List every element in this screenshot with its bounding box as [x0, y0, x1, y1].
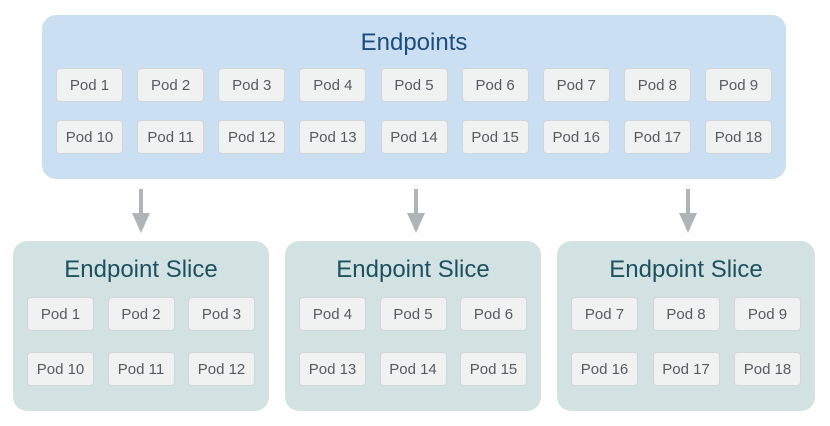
endpoints-box: Endpoints Pod 1 Pod 2 Pod 3 Pod 4 Pod 5 Pod 6… [42, 15, 786, 179]
pod-chip: Pod 4 [299, 297, 366, 331]
slice-2-pod-row-2: Pod 13 Pod 14 Pod 15 [299, 352, 527, 386]
pod-chip: Pod 6 [460, 297, 527, 331]
pod-chip: Pod 15 [460, 352, 527, 386]
pod-chip: Pod 16 [542, 120, 610, 154]
down-arrow-icon [132, 189, 150, 233]
pod-chip: Pod 11 [107, 352, 175, 386]
arrow-stem [686, 189, 690, 214]
pod-chip: Pod 14 [379, 352, 447, 386]
pod-chip: Pod 14 [380, 120, 448, 154]
down-arrow-icon [679, 189, 697, 233]
pod-chip: Pod 17 [623, 120, 691, 154]
slice-1-pod-row-1: Pod 1 Pod 2 Pod 3 [27, 297, 255, 331]
endpoints-pod-row-1: Pod 1 Pod 2 Pod 3 Pod 4 Pod 5 Pod 6 Pod 7 Pod 8… [56, 68, 772, 102]
arrow-head [407, 213, 425, 233]
pod-chip: Pod 2 [107, 297, 175, 331]
slice-3-pod-row-1: Pod 7 Pod 8 Pod 9 [571, 297, 801, 331]
pod-chip: Pod 3 [188, 297, 255, 331]
pod-chip: Pod 18 [705, 120, 772, 154]
pod-chip: Pod 2 [137, 68, 205, 102]
pod-chip: Pod 12 [218, 120, 286, 154]
pod-chip: Pod 11 [137, 120, 205, 154]
pod-chip: Pod 7 [571, 297, 638, 331]
pod-chip: Pod 10 [27, 352, 94, 386]
pod-chip: Pod 9 [705, 68, 772, 102]
endpoint-slice-title: Endpoint Slice [64, 256, 218, 283]
arrow-head [132, 213, 150, 233]
arrow-stem [414, 189, 418, 214]
pod-chip: Pod 16 [571, 352, 638, 386]
pod-chip: Pod 4 [299, 68, 367, 102]
pod-chip: Pod 1 [56, 68, 123, 102]
arrow-head [679, 213, 697, 233]
pod-chip: Pod 6 [461, 68, 529, 102]
pod-chip: Pod 15 [461, 120, 529, 154]
pod-chip: Pod 9 [734, 297, 801, 331]
pod-chip: Pod 13 [299, 352, 366, 386]
slice-1-pod-row-2: Pod 10 Pod 11 Pod 12 [27, 352, 255, 386]
pod-chip: Pod 5 [379, 297, 447, 331]
endpoint-slice-title: Endpoint Slice [336, 256, 490, 283]
pod-chip: Pod 5 [380, 68, 448, 102]
pod-chip: Pod 18 [734, 352, 801, 386]
endpoints-title: Endpoints [360, 29, 468, 56]
endpoint-slice-title: Endpoint Slice [609, 256, 763, 283]
pod-chip: Pod 17 [652, 352, 720, 386]
slice-2-pod-row-1: Pod 4 Pod 5 Pod 6 [299, 297, 527, 331]
pod-chip: Pod 8 [652, 297, 720, 331]
pod-chip: Pod 13 [299, 120, 367, 154]
arrow-stem [139, 189, 143, 214]
pod-chip: Pod 10 [56, 120, 123, 154]
slice-3-pod-row-2: Pod 16 Pod 17 Pod 18 [571, 352, 801, 386]
pod-chip: Pod 3 [218, 68, 286, 102]
endpoints-pod-row-2: Pod 10 Pod 11 Pod 12 Pod 13 Pod 14 Pod 15 Pod … [56, 120, 772, 154]
pod-chip: Pod 8 [623, 68, 691, 102]
pod-chip: Pod 1 [27, 297, 94, 331]
pod-chip: Pod 12 [188, 352, 255, 386]
down-arrow-icon [407, 189, 425, 233]
pod-chip: Pod 7 [542, 68, 610, 102]
